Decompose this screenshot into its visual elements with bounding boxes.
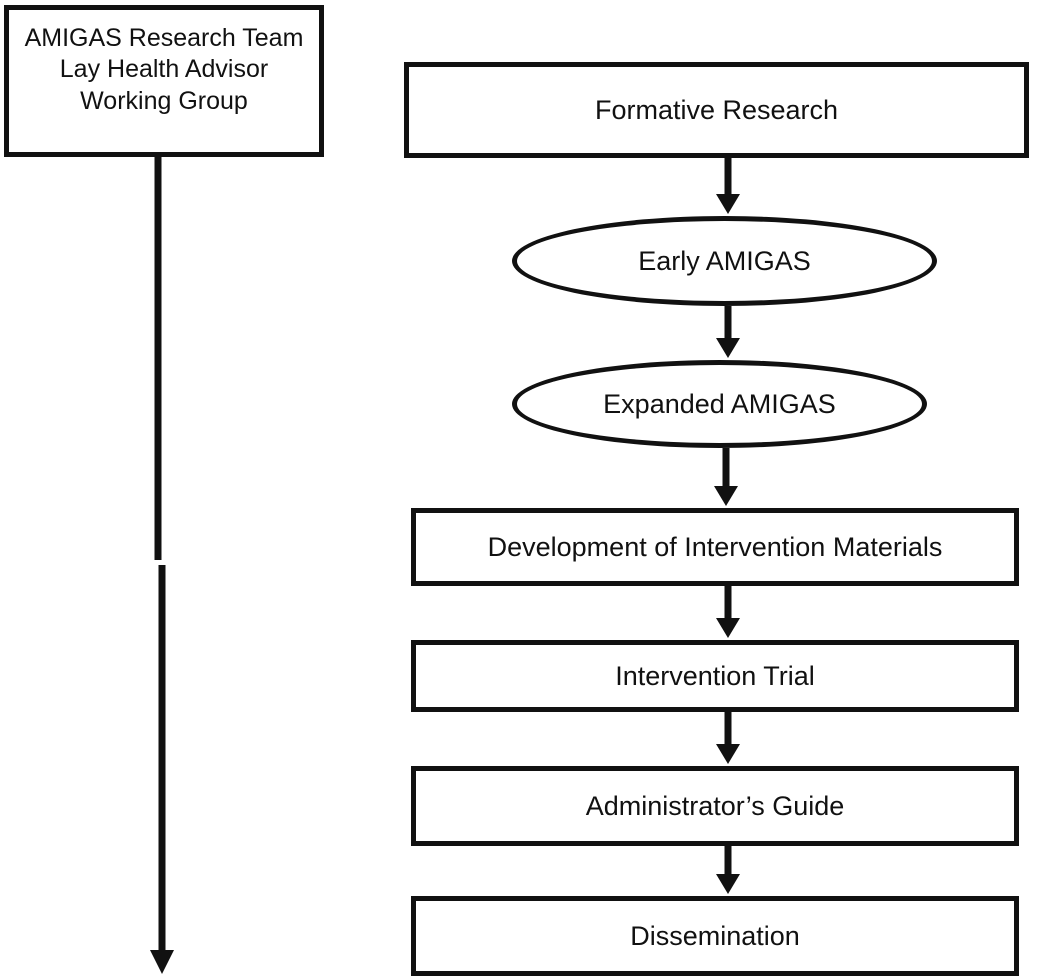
- stage-development-of-intervention-materials: Development of Intervention Materials: [411, 508, 1019, 586]
- stage-early-amigas: Early AMIGAS: [512, 216, 937, 306]
- stage-connector-1: [716, 158, 740, 214]
- stage-connector-5: [716, 712, 740, 764]
- stage-formative-research: Formative Research: [404, 62, 1029, 158]
- stage-label: Development of Intervention Materials: [487, 531, 943, 562]
- research-team-box: AMIGAS Research Team Lay Health Advisor …: [4, 5, 324, 157]
- stage-label: Dissemination: [630, 920, 800, 951]
- stage-label: Intervention Trial: [615, 660, 815, 691]
- team-box-line-2: Lay Health Advisor: [59, 55, 269, 84]
- stage-administrators-guide: Administrator’s Guide: [411, 766, 1019, 846]
- stage-connector-6: [716, 846, 740, 894]
- stage-connector-3: [714, 448, 738, 506]
- stage-label: Expanded AMIGAS: [603, 388, 836, 419]
- team-box-line-3: Working Group: [80, 86, 248, 115]
- team-timeline-arrowhead: [150, 950, 174, 974]
- team-box-line-1: AMIGAS Research Team: [24, 24, 304, 53]
- stage-expanded-amigas: Expanded AMIGAS: [512, 360, 927, 448]
- stage-connector-2: [716, 306, 740, 358]
- stage-intervention-trial: Intervention Trial: [411, 640, 1019, 712]
- stage-connector-4: [716, 586, 740, 638]
- stage-dissemination: Dissemination: [411, 896, 1019, 976]
- stage-label: Early AMIGAS: [638, 245, 811, 276]
- stage-label: Formative Research: [594, 94, 839, 125]
- stage-label: Administrator’s Guide: [585, 790, 845, 821]
